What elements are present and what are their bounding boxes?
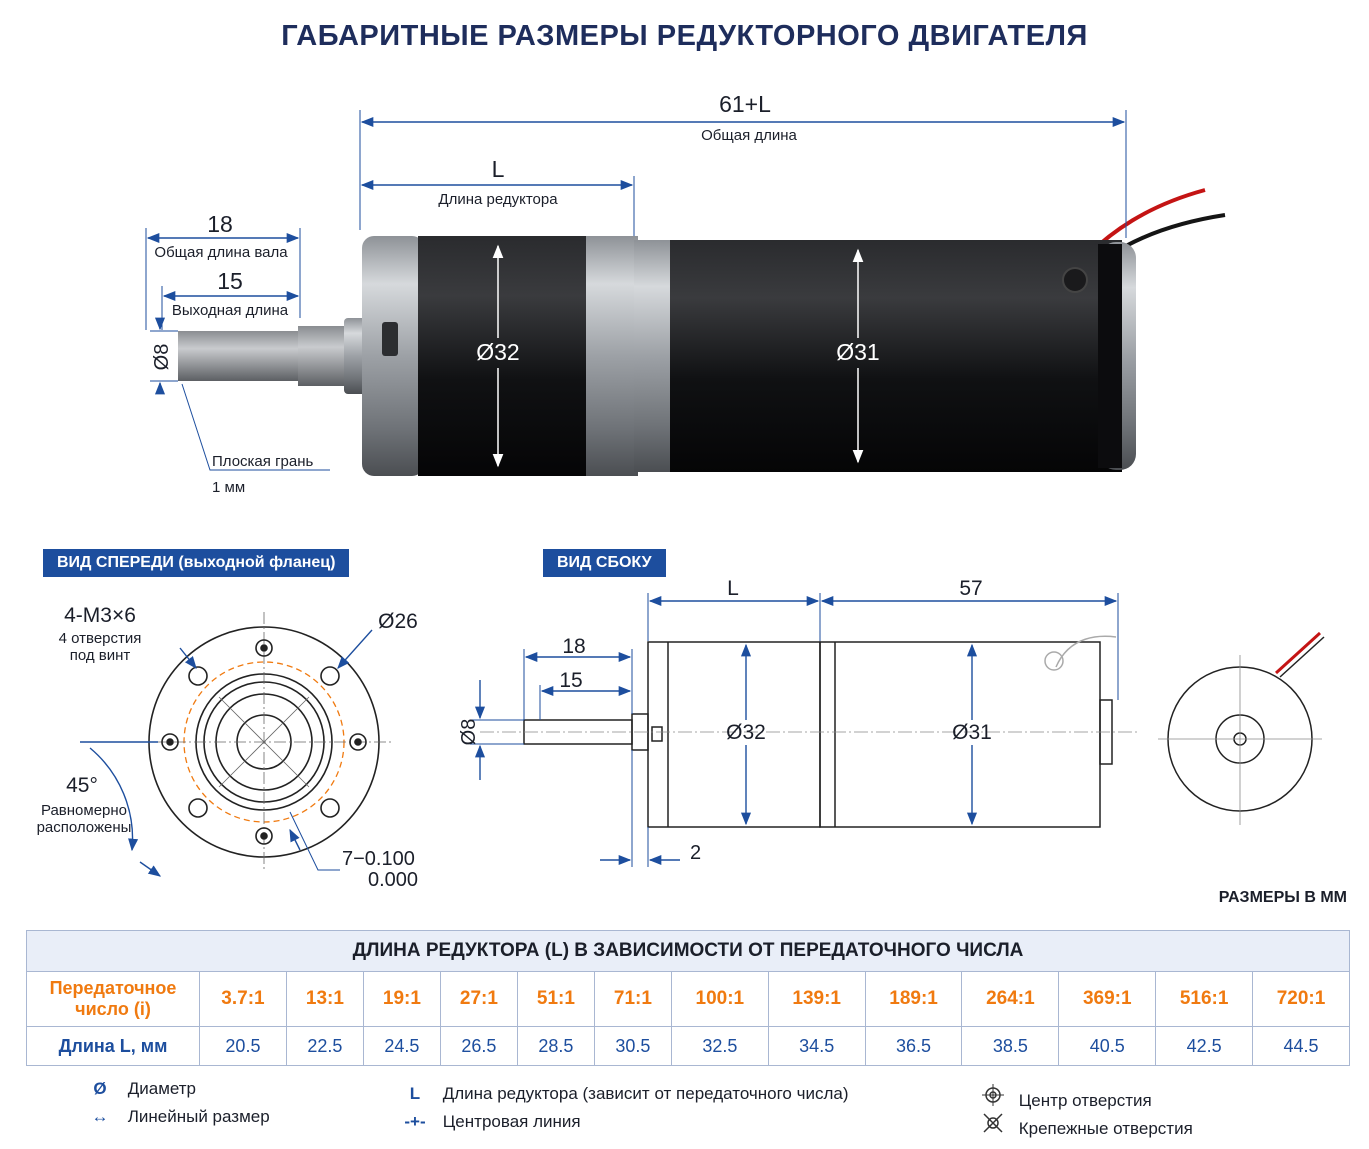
side-gear-length: L: [727, 577, 739, 600]
length-cell: 42.5: [1155, 1026, 1254, 1066]
page-title: ГАБАРИТНЫЕ РАЗМЕРЫ РЕДУКТОРНОГО ДВИГАТЕЛ…: [281, 20, 1088, 52]
ratio-cell: 516:1: [1155, 971, 1254, 1027]
length-cell: 36.5: [864, 1026, 963, 1066]
dim-gear-diameter: Ø32: [476, 339, 519, 365]
dim-gear-length: L: [492, 156, 505, 182]
front-angle-label-1: Равномерно: [41, 802, 127, 819]
ratio-table: ДЛИНА РЕДУКТОРА (L) В ЗАВИСИМОСТИ ОТ ПЕР…: [26, 930, 1350, 1066]
crosshair-icon: [978, 1084, 1008, 1111]
output-shaft: [178, 331, 298, 381]
mount-hole: [161, 733, 179, 751]
length-cell: 38.5: [961, 1026, 1060, 1066]
dim-shaft-output: 15: [217, 268, 243, 294]
side-view-drawing: L 57 18 15 Ø8 Ø32 Ø31 2: [458, 577, 1325, 867]
dim-motor-diameter: Ø31: [836, 339, 879, 365]
flat-face-label: Плоская грань: [212, 453, 314, 470]
front-pcd: Ø26: [378, 610, 418, 633]
side-shaft-diameter: Ø8: [458, 719, 480, 746]
side-motor-length: 57: [959, 577, 982, 600]
length-cell: 32.5: [670, 1026, 769, 1066]
front-view-badge: ВИД СПЕРЕДИ (выходной фланец): [43, 549, 350, 577]
ratio-cell: 189:1: [864, 971, 963, 1027]
legend-centerline: -+- Центровая линия: [400, 1112, 580, 1132]
length-header: Длина L, мм: [26, 1026, 200, 1066]
front-holes-label-1: 4 отверстия: [59, 630, 142, 647]
ratio-cell: 139:1: [767, 971, 866, 1027]
side-boss-length: 2: [690, 842, 701, 864]
dim-shaft-output-label: Выходная длина: [172, 302, 289, 319]
dim-overall-length-label: Общая длина: [701, 127, 797, 144]
length-l-icon: L: [409, 1084, 421, 1103]
length-cell: 28.5: [516, 1026, 595, 1066]
front-view-drawing: 4-M3×6 4 отверстия под винт Ø26 45° Равн…: [37, 604, 418, 891]
ratio-cell: 19:1: [362, 971, 441, 1027]
linear-dimension-icon: ↔: [91, 1107, 109, 1126]
ratio-cell: 13:1: [285, 971, 364, 1027]
table-row-lengths: Длина L, мм 20.5 22.5 24.5 26.5 28.5 30.…: [26, 1026, 1350, 1066]
ratio-cell: 51:1: [516, 971, 595, 1027]
mount-hole: [349, 733, 367, 751]
front-holes-label-2: под винт: [70, 647, 131, 664]
mount-hole: [255, 639, 273, 657]
side-shaft-total: 18: [562, 635, 585, 658]
dim-shaft-total-label: Общая длина вала: [154, 244, 288, 261]
front-angle: 45°: [66, 774, 98, 797]
mount-hole: [188, 666, 208, 686]
motor-illustration: 61+L Общая длина L Длина редуктора 18 Об…: [145, 91, 1226, 496]
side-shaft-output: 15: [559, 669, 582, 692]
units-note: РАЗМЕРЫ В ММ: [1218, 889, 1347, 906]
dim-shaft-total: 18: [207, 211, 233, 237]
ratio-cell: 369:1: [1058, 971, 1157, 1027]
mount-hole: [255, 827, 273, 845]
ratio-cell: 100:1: [670, 971, 769, 1027]
side-motor-diameter: Ø31: [952, 721, 992, 744]
mount-hole: [320, 798, 340, 818]
length-cell: 34.5: [767, 1026, 866, 1066]
front-angle-label-2: расположены: [37, 819, 132, 836]
ratio-cell: 3.7:1: [199, 971, 287, 1027]
centerline-icon: -+-: [404, 1112, 426, 1131]
length-cell: 24.5: [362, 1026, 441, 1066]
legend-diameter: Ø Диаметр: [85, 1079, 196, 1099]
mount-hole: [320, 666, 340, 686]
ratio-cell: 264:1: [961, 971, 1060, 1027]
length-cell: 20.5: [199, 1026, 287, 1066]
side-view-badge: ВИД СБОКУ: [543, 549, 666, 577]
side-gear-diameter: Ø32: [726, 721, 766, 744]
legend-hole-center: Центр отверстия: [978, 1084, 1152, 1111]
table-caption: ДЛИНА РЕДУКТОРА (L) В ЗАВИСИМОСТИ ОТ ПЕР…: [26, 930, 1350, 972]
diameter-icon: Ø: [93, 1079, 107, 1098]
mount-hole: [188, 798, 208, 818]
length-cell: 26.5: [439, 1026, 518, 1066]
length-cell: 30.5: [593, 1026, 672, 1066]
front-tolerance-2: 0.000: [368, 869, 418, 891]
gearbox-body: [418, 236, 590, 476]
front-holes-spec: 4-M3×6: [64, 604, 136, 627]
legend-mount-holes: Крепежные отверстия: [978, 1112, 1193, 1139]
legend-gear-length: L Длина редуктора (зависит от передаточн…: [400, 1084, 849, 1104]
screw-holes-icon: [978, 1112, 1008, 1139]
length-cell: 44.5: [1252, 1026, 1350, 1066]
front-tolerance-1: 7−0.100: [342, 848, 415, 870]
dim-overall-length: 61+L: [719, 91, 771, 117]
flat-face-value: 1 мм: [212, 479, 245, 496]
legend-linear: ↔ Линейный размер: [85, 1107, 270, 1127]
ratio-cell: 71:1: [593, 971, 672, 1027]
motor-body: [670, 240, 1122, 472]
length-cell: 40.5: [1058, 1026, 1157, 1066]
ratio-cell: 720:1: [1252, 971, 1350, 1027]
ratio-cell: 27:1: [439, 971, 518, 1027]
dim-gear-length-label: Длина редуктора: [438, 191, 558, 208]
length-cell: 22.5: [285, 1026, 364, 1066]
dim-shaft-diameter: Ø8: [151, 344, 173, 371]
